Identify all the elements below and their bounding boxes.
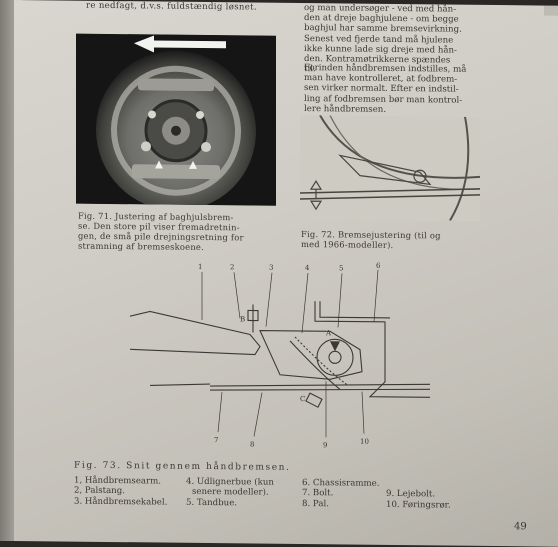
fig73-label: 4 (305, 264, 310, 273)
fig73-label: 9 (323, 441, 328, 450)
fig73-label: 10 (360, 437, 369, 446)
text-line: lere håndbremsen. (304, 103, 387, 115)
fig73-handbrake-section-drawing: 1 2 3 4 5 6 7 8 9 10 B A C (125, 259, 460, 462)
fig73-label: 6 (376, 261, 381, 270)
caption-line: stramning af bremseskoene. (78, 240, 204, 252)
legend-item: 2, Palstang. (74, 486, 125, 497)
fig73-caption: Fig. 73. Snit gennem håndbremsen. (74, 460, 291, 473)
page-number: 49 (514, 521, 527, 533)
legend-item: 3. Håndbremsekabel. (74, 496, 168, 508)
legend-item: 5. Tandbue. (186, 497, 238, 509)
legend-item: 1, Håndbremsearm. (74, 475, 162, 487)
top-left-text: re nedfagt, d.v.s. fuldstændig løsnet. (86, 0, 257, 13)
fig73-label: 7 (214, 436, 219, 445)
fig73-label: C (300, 394, 306, 404)
fig71-brake-drum-photo (76, 33, 276, 206)
fig71-caption: Fig. 71. Justering af baghjulsbrem- se. … (78, 211, 283, 253)
right-mid-paragraph: Forinden håndbremsen indstilles, må man … (304, 63, 484, 116)
legend-item: senere modeller). (192, 487, 269, 499)
fig73-label: 5 (339, 264, 344, 273)
caption-line: med 1966-modeller). (301, 239, 394, 250)
fig72-caption: Fig. 72. Bremsejustering (til og med 196… (301, 229, 491, 251)
fig73-label: 1 (198, 262, 203, 271)
fig73-legend: 1, Håndbremsearm. 4. Udlignerbue (kun 6.… (74, 476, 494, 512)
fig73-label: B (240, 315, 246, 324)
legend-item: 8. Pal. (302, 498, 329, 510)
legend-item: 7. Bolt. (302, 488, 334, 499)
book-page: re nedfagt, d.v.s. fuldstændig løsnet. o… (14, 0, 558, 547)
legend-item: 6. Chassisramme. (302, 478, 380, 489)
fig73-label: 3 (269, 263, 274, 272)
fig73-label: 8 (250, 440, 255, 449)
page-edge-shadow (544, 5, 558, 16)
legend-item: 10. Føringsrør. (386, 499, 451, 511)
fig73-label: 2 (230, 263, 235, 272)
fig73-label: A (326, 329, 332, 338)
legend-item: 9. Lejebolt. (386, 489, 436, 500)
fig72-brake-adjustment-sketch (300, 114, 480, 221)
